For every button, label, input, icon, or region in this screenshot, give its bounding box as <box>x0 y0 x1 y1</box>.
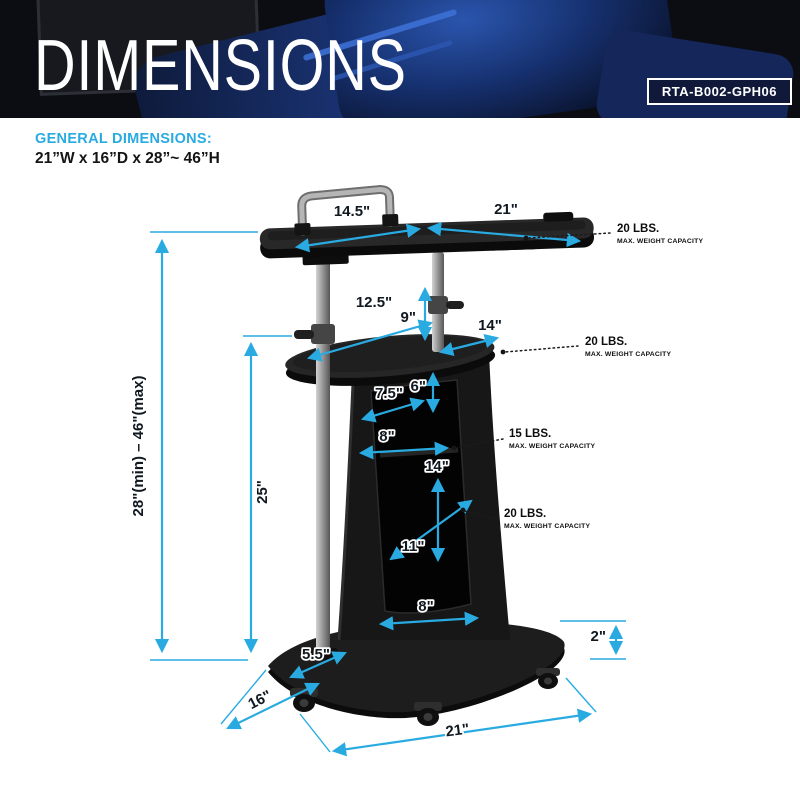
ext-line-base-width-right <box>565 677 597 713</box>
weight-lower-caption: MAX. WEIGHT CAPACITY <box>504 523 590 530</box>
model-number-badge: RTA-B002-GPH06 <box>646 78 792 105</box>
weight-shelf-value: 20 LBS. <box>585 336 627 348</box>
weight-lower-leader <box>464 510 499 520</box>
dim-arrow-opening-depth <box>360 397 426 423</box>
pole-collar-left <box>311 324 335 344</box>
dim-label-base-depth: 16" <box>245 687 274 713</box>
top-surface-stop <box>543 211 574 222</box>
dim-label-height-range: 28"(min) – 46"(max) <box>130 376 147 517</box>
weight-lower-value: 20 LBS. <box>504 508 546 520</box>
dim-label-base-width: 21" <box>445 721 471 741</box>
dim-label-shelf-depth: 12.5" <box>356 294 392 311</box>
header-banner: DIMENSIONS RTA-B002-GPH06 <box>0 0 800 118</box>
dim-label-opening-height: 6" <box>411 378 426 395</box>
cart-upper-pole <box>428 252 464 352</box>
dim-label-caster-height: 2" <box>591 628 606 645</box>
cart-main-pole <box>294 256 338 660</box>
dim-arrow-compartment-width <box>389 499 473 561</box>
weight-top-value: 20 LBS. <box>617 223 659 235</box>
dim-label-compartment-height: 14" <box>425 458 449 475</box>
dim-arrow-shelf-width <box>438 334 500 356</box>
dim-label-opening-depth: 7.5" <box>375 385 403 402</box>
dim-arrow-opening-width-top <box>358 441 450 460</box>
cart-cabinet <box>337 352 510 641</box>
weight-upper-dot <box>451 445 457 451</box>
weight-shelf-dot <box>500 349 506 355</box>
dim-label-top-width: 21" <box>494 201 518 218</box>
dim-label-pole-gap: 9" <box>401 309 416 326</box>
general-dimensions-label: GENERAL DIMENSIONS: <box>35 131 213 147</box>
cart-base <box>268 621 565 719</box>
cabinet-opening <box>370 379 472 614</box>
dim-arrow-base-front <box>289 651 347 679</box>
page-title: DIMENSIONS <box>34 26 407 106</box>
general-dimensions-block: GENERAL DIMENSIONS: 21”W x 16”D x 28”~ 4… <box>35 131 220 168</box>
weight-top-leader <box>527 232 611 239</box>
general-dimensions-value: 21”W x 16”D x 28”~ 46”H <box>35 150 220 167</box>
dim-label-top-depth: 14.5" <box>334 203 370 220</box>
dim-label-inner-height: 25" <box>254 480 271 504</box>
pole-knob-left <box>294 330 314 339</box>
weight-shelf-leader <box>504 345 579 353</box>
weight-upper-leader <box>455 438 504 449</box>
caster-center <box>414 702 442 726</box>
weight-shelf-caption: MAX. WEIGHT CAPACITY <box>585 351 671 358</box>
weight-top-dot <box>523 235 529 241</box>
dimension-annotations: 28"(min) – 46"(max) 25" 14.5" 21" 20 LBS… <box>128 199 703 757</box>
pole-knob-right <box>446 301 464 309</box>
dim-label-compartment-width: 11" <box>402 538 425 555</box>
weight-upper-caption: MAX. WEIGHT CAPACITY <box>509 443 595 450</box>
dim-arrow-opening-width-bottom <box>378 611 480 631</box>
ext-line-base-width-left <box>299 713 331 753</box>
dim-label-opening-width-bottom: 8" <box>418 598 433 615</box>
caster-right <box>536 668 560 689</box>
dim-arrow-base-depth <box>226 682 320 730</box>
dim-arrow-shelf-depth <box>306 319 434 362</box>
pole-collar-right <box>428 296 448 314</box>
dim-label-opening-width-top: 8" <box>379 428 394 445</box>
weight-lower-dot <box>460 507 466 513</box>
dim-label-base-front: 5.5" <box>302 646 330 663</box>
dim-arrow-top-width <box>426 221 582 248</box>
dim-arrow-base-width <box>331 708 593 757</box>
dim-label-shelf-width: 14" <box>478 317 502 334</box>
weight-upper-value: 15 LBS. <box>509 428 551 440</box>
dim-arrow-top-depth <box>294 223 422 253</box>
weight-top-caption: MAX. WEIGHT CAPACITY <box>617 238 703 245</box>
